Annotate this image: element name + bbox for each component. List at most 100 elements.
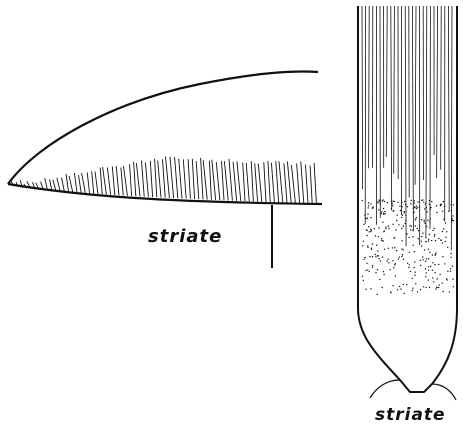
- stipe-stipple-dot: [383, 271, 384, 272]
- cap-striation-line: [179, 159, 182, 199]
- stipe-stipple-dot: [422, 256, 423, 257]
- stipe-stipple-dot: [365, 289, 366, 290]
- stipe-stipple-dot: [403, 284, 404, 285]
- stipe-stipple-dot: [392, 224, 393, 225]
- cap-striation-line: [100, 168, 102, 195]
- stipe-stipple-dot: [368, 205, 369, 206]
- cap-striation-line: [258, 164, 262, 202]
- stipe-stipple-dot: [436, 212, 437, 213]
- stipe-stipple-dot: [381, 213, 382, 214]
- stipe-stipple-dot: [385, 228, 386, 229]
- cap-striation-line: [62, 178, 65, 192]
- stipe-stipple-dot: [372, 243, 373, 244]
- stipe-stipple-dot: [383, 208, 384, 209]
- cap-striation-line: [192, 159, 194, 199]
- stipe-stipple-dot: [435, 254, 436, 255]
- stipe-stipple-dot: [380, 203, 381, 204]
- stipe-stipple-dot: [426, 258, 427, 259]
- cap-striation-line: [196, 161, 199, 199]
- stipe-stipple-dot: [446, 231, 447, 232]
- stipe-stipple-dot: [416, 217, 417, 218]
- stipe-stipple-dot: [428, 249, 429, 250]
- cap-striation-line: [255, 163, 258, 201]
- stipe-stipple-dot: [449, 291, 450, 292]
- stipe-stipple-dot: [409, 225, 410, 226]
- stipe-stipple-dot: [410, 229, 411, 230]
- stipe-stipple-dot: [409, 252, 410, 253]
- stipe-stipple-dot: [384, 249, 385, 250]
- stipe-stipple-dot: [398, 224, 399, 225]
- cap-striation-line: [158, 161, 161, 198]
- stipe-stipple-dot: [425, 203, 426, 204]
- cap-striation-line: [246, 163, 249, 201]
- stipe-stipple-dot: [407, 263, 408, 264]
- stipe-stipple-dot: [442, 256, 443, 257]
- stipe-stipple-dot: [446, 278, 447, 279]
- cap-striation-line: [92, 171, 94, 194]
- stipe-stipple-dot: [372, 267, 373, 268]
- stipe-stipple-dot: [370, 217, 371, 218]
- stipe-stipple-dot: [394, 264, 395, 265]
- cap-striation-line: [212, 160, 216, 200]
- stipe-stipple-dot: [428, 279, 429, 280]
- stipe-stipple-dot: [378, 236, 379, 237]
- stipe-stipple-dot: [362, 200, 363, 201]
- stipe-stipple-dot: [371, 248, 372, 249]
- stipe-stipple-dot: [367, 217, 368, 218]
- stipe-stipple-dot: [363, 241, 364, 242]
- cap-striation-line: [291, 165, 295, 203]
- stipe-stipple-dot: [409, 237, 410, 238]
- stipe-stipple-dot: [399, 256, 400, 257]
- stipe-stipple-dot: [434, 272, 435, 273]
- stipe-stipple-dot: [412, 278, 413, 279]
- cap-striation-line: [233, 162, 237, 201]
- stipe-stipple-dot: [401, 217, 402, 218]
- stipe-stipple-dot: [382, 199, 383, 200]
- stipe-stipple-dot: [421, 200, 422, 201]
- stipe-base-lobe-left: [370, 380, 400, 398]
- cap-striation-line: [264, 162, 266, 202]
- cap-striation-line: [57, 178, 60, 192]
- stipe-stipple-dot: [396, 250, 397, 251]
- stipe-stipple-dot: [375, 235, 376, 236]
- stipe-stipple-dot: [443, 291, 444, 292]
- stipe-dots: [362, 199, 455, 295]
- stipe-stipple-dot: [377, 201, 378, 202]
- stipe-stipple-dot: [366, 235, 367, 236]
- stipe-stipple-dot: [432, 270, 433, 271]
- cap-striation-line: [222, 161, 225, 200]
- stipe-stipple-dot: [425, 276, 426, 277]
- stipe-stipple-dot: [418, 230, 419, 231]
- stipe-stipple-dot: [429, 200, 430, 201]
- stipe-stipple-dot: [378, 227, 379, 228]
- stipe-fibrils: [362, 6, 452, 250]
- cap-striation-line: [209, 161, 211, 200]
- stipe-stipple-dot: [422, 259, 423, 260]
- stipe-stipple-dot: [388, 228, 389, 229]
- stipe-stipple-dot: [393, 201, 394, 202]
- stipe-stipple-dot: [398, 258, 399, 259]
- stipe-stipple-dot: [362, 276, 363, 277]
- stipe-stipple-dot: [432, 277, 433, 278]
- stipe-stipple-dot: [440, 204, 441, 205]
- stipe-stipple-dot: [434, 234, 435, 235]
- stipe-stipple-dot: [365, 218, 366, 219]
- stipe-stipple-dot: [381, 240, 382, 241]
- stipe-stipple-dot: [435, 252, 436, 253]
- stipe-fibril-line: [426, 6, 427, 237]
- cap-striation-line: [306, 165, 309, 204]
- stipe-stipple-dot: [363, 280, 364, 281]
- stipe-stipple-dot: [404, 293, 405, 294]
- stipe-stipple-dot: [397, 202, 398, 203]
- stipe-stipple-dot: [451, 210, 452, 211]
- stipe-stipple-dot: [390, 291, 391, 292]
- stipe-stipple-dot: [402, 240, 403, 241]
- stipe-fibril-line: [394, 6, 395, 174]
- stipe-stipple-dot: [377, 255, 378, 256]
- stipe-stipple-dot: [423, 286, 424, 287]
- stipe-stipple-dot: [412, 290, 413, 291]
- cap-striation-line: [155, 159, 157, 198]
- stipe-fibril-line: [451, 6, 452, 250]
- stipe-stipple-dot: [434, 236, 435, 237]
- stipe-stipple-dot: [430, 207, 431, 208]
